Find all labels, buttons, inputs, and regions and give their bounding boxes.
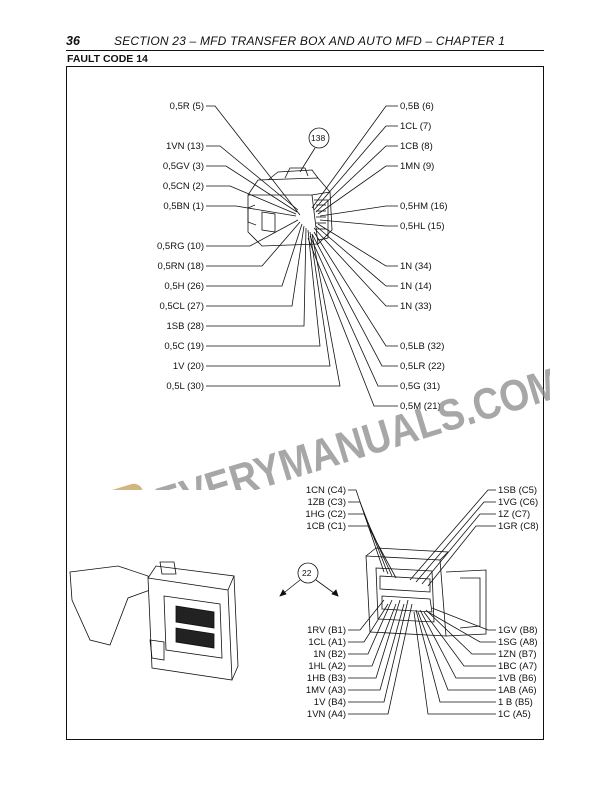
pin-label: 1VN (A4) (306, 709, 346, 720)
pin-label: 1CL (7) (400, 121, 432, 132)
pin-label: 0,5LR (22) (400, 361, 445, 372)
pin-label: 1RV (B1) (307, 625, 346, 636)
pin-label: 1Z (C7) (498, 509, 531, 520)
pin-label: 0,5HL (15) (400, 221, 445, 232)
pin-label: 1V (20) (172, 361, 204, 372)
callout-138-label: 138 (311, 133, 326, 143)
pin-label: 1N (B2) (313, 649, 346, 660)
pin-label: 1SG (A8) (498, 637, 538, 648)
pin-label: 1GR (C8) (498, 521, 539, 532)
pin-label: 1 B (B5) (498, 697, 533, 708)
pin-label: 0,5C (19) (164, 341, 204, 352)
pin-label: 0,5H (26) (164, 281, 204, 292)
pin-label: 1CN (C4) (305, 485, 346, 496)
pin-label: 1MN (9) (400, 161, 435, 172)
pin-label: 0,5CL (27) (159, 301, 204, 312)
pin-label: 1N (14) (400, 281, 432, 292)
pin-label: 1N (34) (400, 261, 432, 272)
pin-label: 1MV (A3) (305, 685, 346, 696)
pin-label: 0,5R (5) (169, 101, 204, 112)
pin-label: 0,5RN (18) (157, 261, 204, 272)
pin-label: 1VB (B6) (498, 673, 537, 684)
page-header: 36 SECTION 23 – MFD TRANSFER BOX AND AUT… (66, 34, 544, 51)
fault-code-title: FAULT CODE 14 (67, 53, 148, 65)
pin-label: 1ZB (C3) (307, 497, 346, 508)
pin-label: 0,5G (31) (400, 381, 441, 392)
pin-label: 0,5RG (10) (157, 241, 204, 252)
pin-label: 1C (A5) (498, 709, 531, 720)
pin-label: 1CB (8) (400, 141, 433, 152)
pin-label: 1BC (A7) (498, 661, 538, 672)
callout-22-circle (297, 562, 319, 584)
pin-label: 1SB (C5) (498, 485, 538, 496)
pin-label: 1SB (28) (166, 321, 205, 332)
pin-label: 0,5GV (3) (162, 161, 204, 172)
callout-138-circle (308, 127, 330, 149)
watermark: E EVERYMANUALS.COM (92, 359, 550, 490)
pin-label: 1HL (A2) (308, 661, 346, 672)
watermark-text: EVERYMANUALS.COM (150, 359, 550, 490)
pin-label: 0,5BN (1) (163, 201, 204, 212)
pin-label: 1HB (B3) (306, 673, 346, 684)
pin-label: 0,5B (6) (400, 101, 434, 112)
pin-label: 1V (B4) (313, 697, 346, 708)
callout-22-label: 22 (302, 568, 312, 578)
pin-label: 1ZN (B7) (498, 649, 537, 660)
pin-label: 0,5CN (2) (162, 181, 204, 192)
connector-22-plug-drawing (69, 561, 239, 681)
connector-138-drawing (247, 167, 333, 247)
connector-22-socket-drawing (365, 547, 487, 637)
pin-label: 1AB (A6) (498, 685, 537, 696)
page-number: 36 (66, 34, 80, 48)
pin-label: 1HG (C2) (305, 509, 346, 520)
pin-label: 1N (33) (400, 301, 432, 312)
pin-label: 0,5HM (16) (400, 201, 448, 212)
pin-label: 0,5L (30) (166, 381, 204, 392)
pin-label: 1GV (B8) (498, 625, 538, 636)
pin-label: 1CB (C1) (306, 521, 346, 532)
pin-label: 1VG (C6) (498, 497, 539, 508)
watermark-logo-icon (92, 483, 153, 490)
pin-label: 0,5LB (32) (400, 341, 445, 352)
diagram-frame (66, 66, 544, 740)
pin-label: 1CL (A1) (308, 637, 346, 648)
pin-label: 1VN (13) (165, 141, 204, 152)
pin-label: 0,5M (21) (400, 401, 441, 412)
section-title: SECTION 23 – MFD TRANSFER BOX AND AUTO M… (114, 34, 506, 48)
